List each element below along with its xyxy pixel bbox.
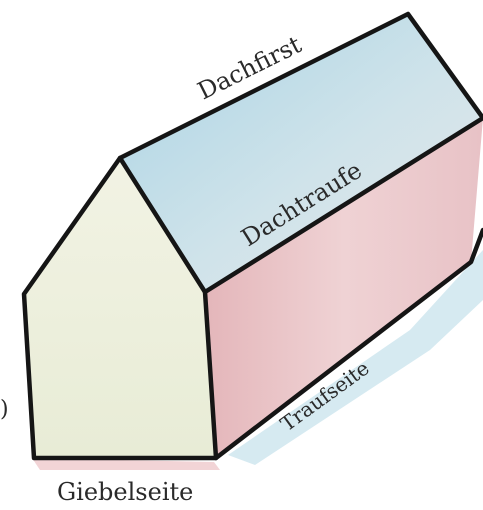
eaves-line [202, 115, 483, 295]
wall-base-line [213, 227, 483, 461]
gable-wall [24, 158, 216, 458]
roof-face [120, 14, 483, 292]
gable-outline [21, 155, 219, 461]
ground-shadow-blue [228, 250, 483, 465]
edge-mark: ) [0, 397, 9, 422]
ridge-line [117, 11, 483, 161]
eaves-side-wall [205, 118, 483, 458]
ground-shadow-pink [32, 458, 220, 470]
label-giebelseite: Giebelseite [57, 478, 193, 506]
